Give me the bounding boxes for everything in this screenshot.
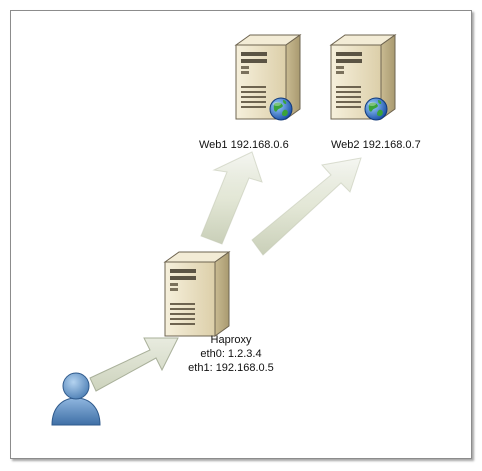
web1-globe-icon xyxy=(269,97,293,121)
arrow-haproxy-to-web2 xyxy=(251,157,362,256)
web1-label: Web1 192.168.0.6 xyxy=(199,139,289,151)
web2-label: Web2 192.168.0.7 xyxy=(331,139,421,151)
haproxy-eth0-label: eth0: 1.2.3.4 xyxy=(200,348,262,360)
web2-server-icon xyxy=(330,34,396,121)
haproxy-server-icon xyxy=(164,251,230,337)
web2-globe-icon xyxy=(364,97,388,121)
user-person-icon xyxy=(51,372,101,426)
arrow-user-to-haproxy xyxy=(89,337,179,392)
web1-server-icon xyxy=(235,34,301,121)
haproxy-eth1-label: eth1: 192.168.0.5 xyxy=(188,362,274,374)
arrow-haproxy-to-web1 xyxy=(200,151,263,245)
haproxy-name-label: Haproxy xyxy=(210,334,252,346)
